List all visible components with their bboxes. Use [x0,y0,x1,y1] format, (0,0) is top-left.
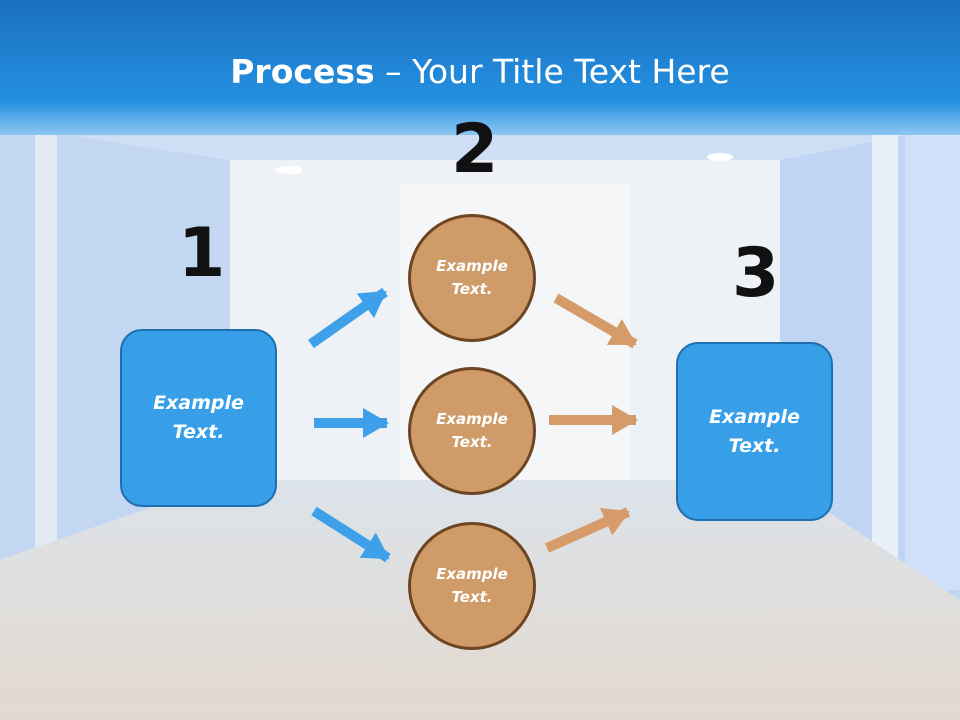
step-number-3: 3 [732,234,780,313]
blue-arrow-up [308,287,388,349]
process-circle-top: Example Text. [408,214,536,342]
process-circle-bottom: Example Text. [408,522,536,650]
tan-arrow-down [553,293,638,349]
title-dash: – [374,52,413,91]
left-box-text: Example Text. [153,392,244,443]
title-rest: Your Title Text Here [412,52,730,91]
blue-arrow-down [311,506,391,563]
circle-text-middle: Example Text. [436,410,508,451]
step-number-2: 2 [451,110,499,189]
right-box-text: Example Text. [709,405,800,457]
step-number-1: 1 [178,214,226,293]
slide-title: Process – Your Title Text Here [0,52,960,91]
circle-text-top: Example Text. [436,257,508,298]
process-circle-middle: Example Text. [408,367,536,495]
left-process-box: Example Text. [120,329,277,507]
right-process-box: Example Text. [676,342,833,521]
circle-text-bottom: Example Text. [436,565,508,606]
title-bold: Process [230,52,375,91]
tan-arrow-up [544,507,631,553]
